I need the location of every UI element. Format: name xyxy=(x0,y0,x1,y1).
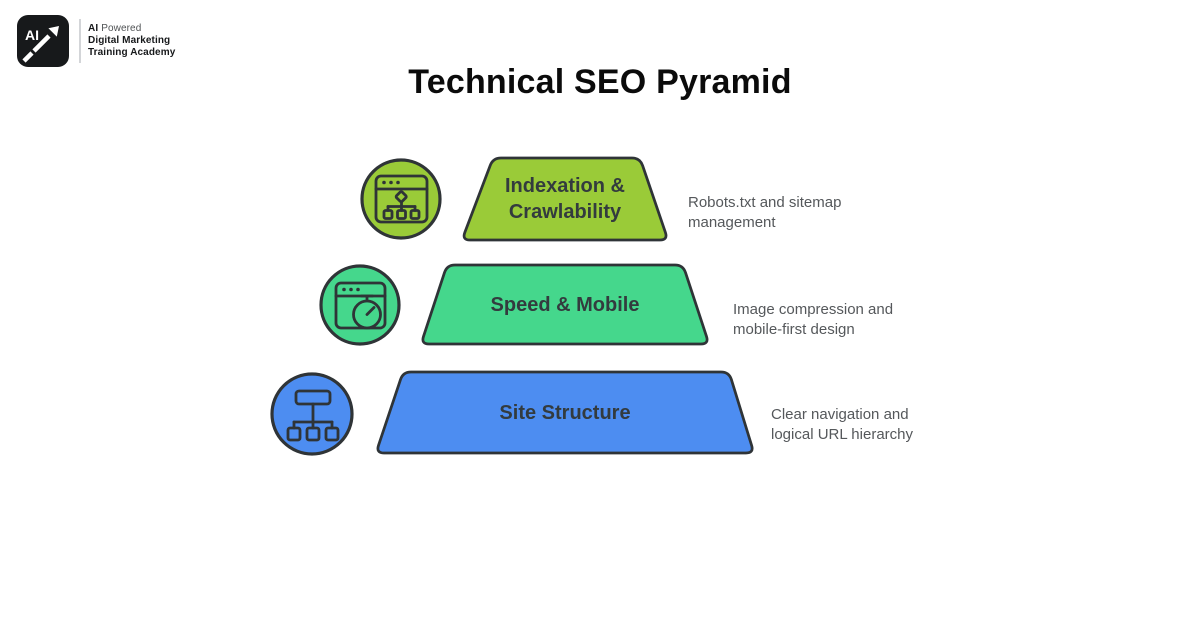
level-2-trapezoid xyxy=(421,263,709,346)
level-2-description-line1: Image compression and xyxy=(733,301,894,318)
browser-dots xyxy=(342,287,360,292)
level-1-description-line1: Robots.txt and sitemap xyxy=(688,194,842,211)
site-hierarchy-icon xyxy=(270,372,354,456)
level-2-description-line2: mobile-first design xyxy=(733,321,855,338)
brand-ai-label: AI xyxy=(88,23,99,34)
arrow-head xyxy=(48,26,59,37)
brand-logo-graphic: AI xyxy=(17,15,81,67)
level-3-description: Clear navigation and logical URL hierarc… xyxy=(771,405,913,445)
level-1-icon-circle xyxy=(360,158,442,240)
brand-tagline-line2: Digital Marketing xyxy=(88,34,171,46)
browser-sitemap-icon xyxy=(360,158,442,240)
level-3-trapezoid xyxy=(376,370,754,455)
level-3-description-line1: Clear navigation and xyxy=(771,406,909,423)
pyramid-levels xyxy=(376,156,754,455)
browser-dots xyxy=(382,180,400,185)
page-title: Technical SEO Pyramid xyxy=(408,62,792,101)
brand-powered-label: Powered xyxy=(101,23,142,34)
level-2-description: Image compression and mobile-first desig… xyxy=(733,300,893,340)
brand-tagline-line3: Training Academy xyxy=(88,46,176,58)
growth-arrow-icon xyxy=(22,34,51,63)
browser-stopwatch-icon xyxy=(319,264,401,346)
level-1-trapezoid xyxy=(462,156,668,242)
level-1-description: Robots.txt and sitemap management xyxy=(688,193,841,233)
level-1-description-line2: management xyxy=(688,214,776,231)
logo-ai-text: AI xyxy=(25,27,39,43)
level-3-description-line2: logical URL hierarchy xyxy=(771,426,914,443)
